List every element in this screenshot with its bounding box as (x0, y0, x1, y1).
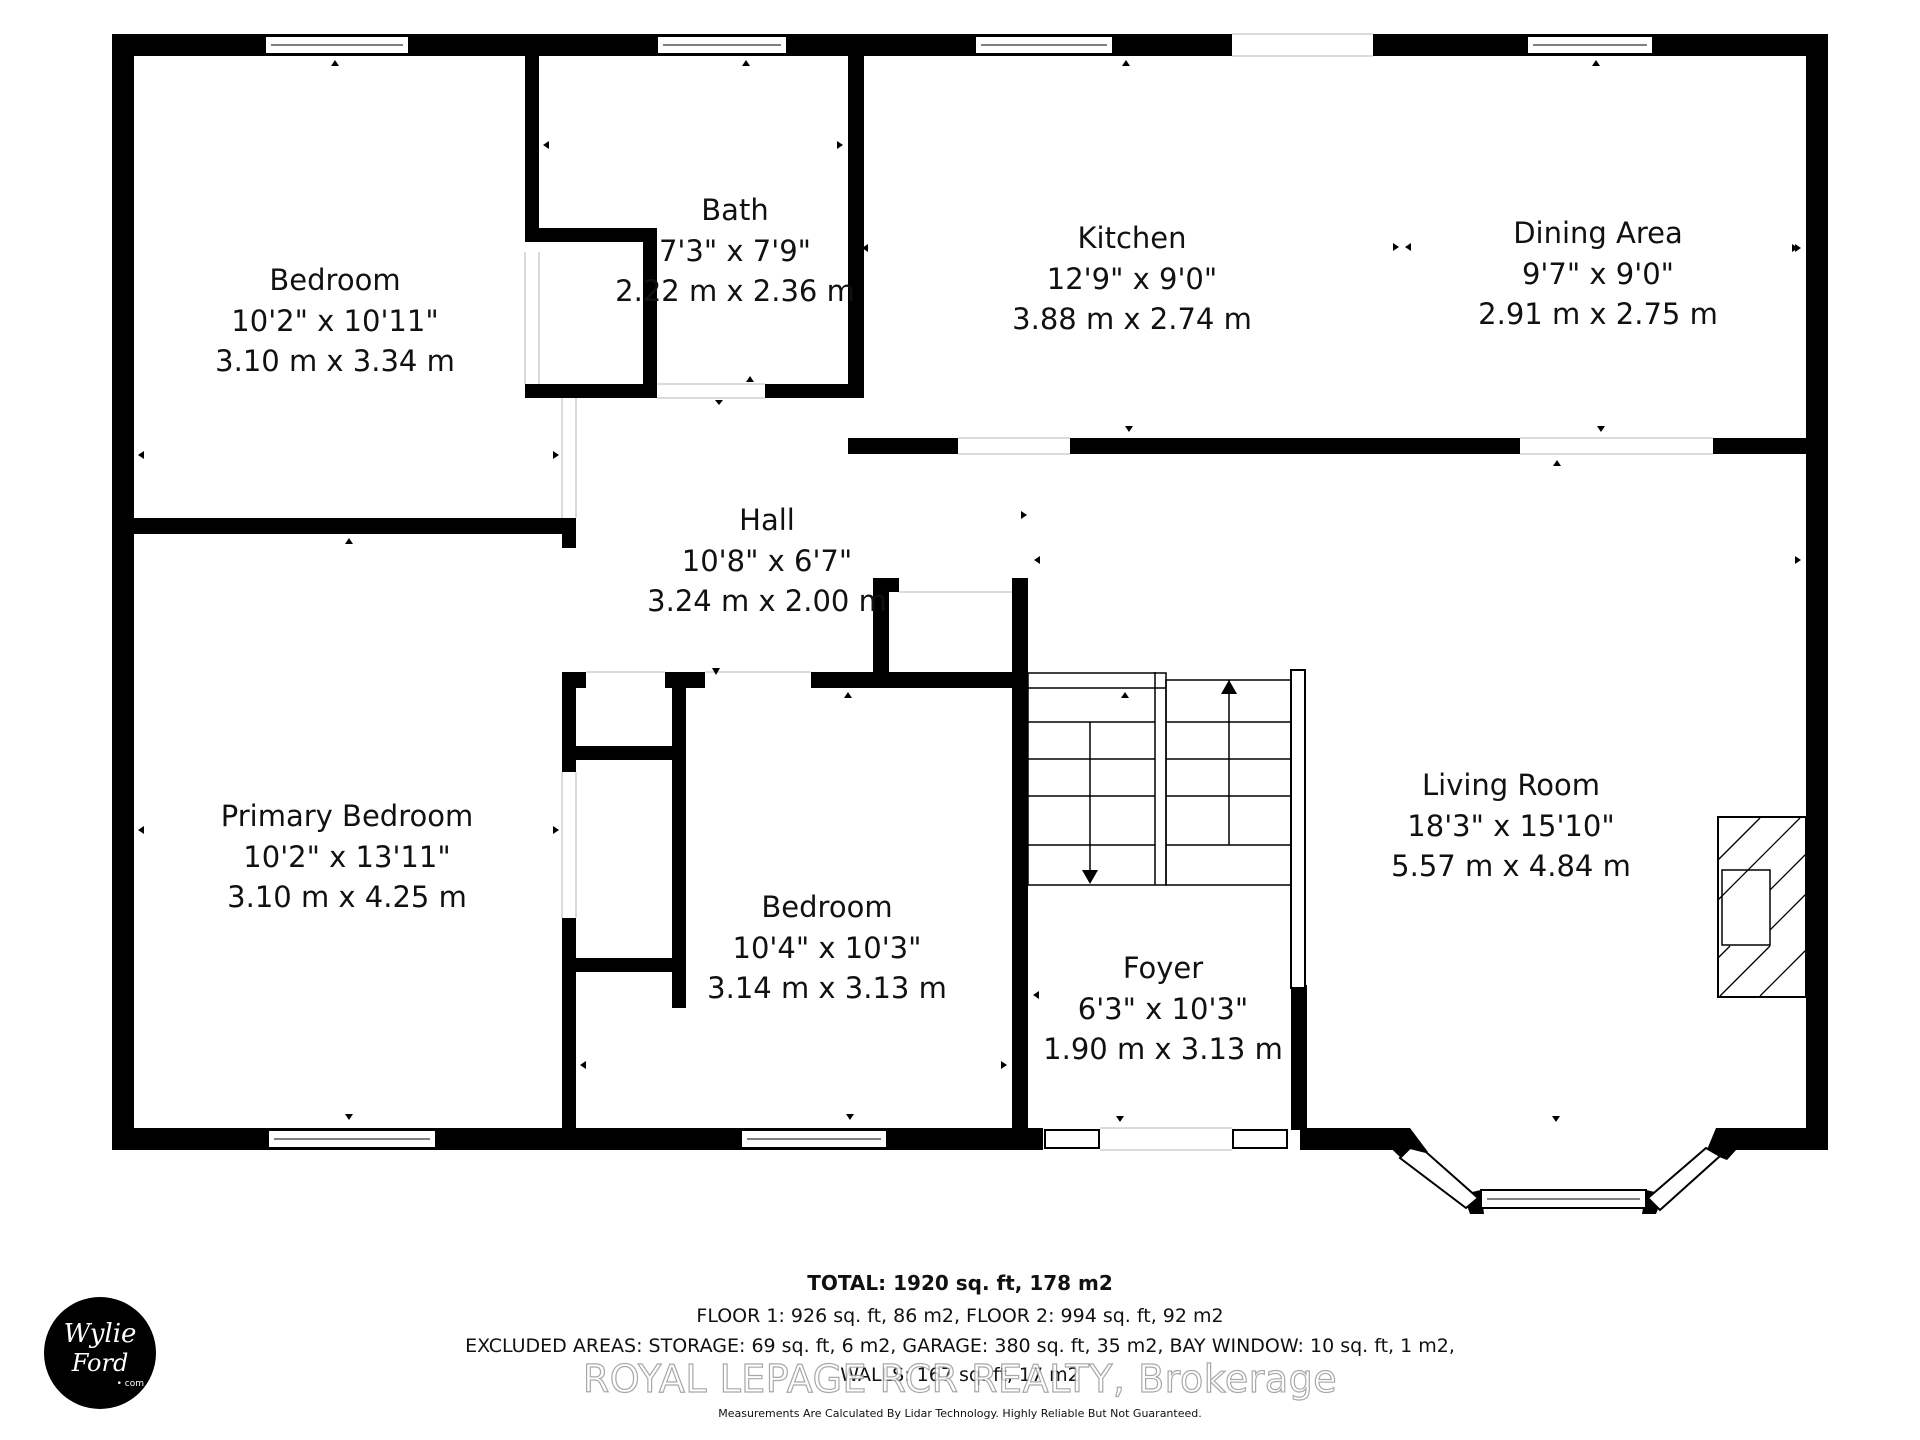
label-bedroom-mid-name: Bedroom (761, 890, 892, 924)
wall-kitchen-bottom (1070, 438, 1520, 454)
label-bath-imperial: 7'3" x 7'9" (659, 234, 811, 268)
label-dining-name: Dining Area (1513, 216, 1683, 250)
summary-floors: FLOOR 1: 926 sq. ft, 86 m2, FLOOR 2: 994… (696, 1305, 1224, 1327)
label-bedroom-top-name: Bedroom (269, 263, 400, 297)
label-dining-metric: 2.91 m x 2.75 m (1478, 297, 1718, 331)
disclaimer: Measurements Are Calculated By Lidar Tec… (718, 1407, 1202, 1420)
wall-closet-shelf-top (576, 746, 676, 760)
summary-excluded: EXCLUDED AREAS: STORAGE: 69 sq. ft, 6 m2… (465, 1335, 1455, 1357)
stairs (1027, 672, 1293, 886)
floor-plan: Bedroom 10'2" x 10'11" 3.10 m x 3.34 m B… (112, 33, 1828, 1214)
label-foyer-metric: 1.90 m x 3.13 m (1043, 1032, 1283, 1066)
label-bath-name: Bath (701, 193, 768, 227)
label-kitchen-name: Kitchen (1078, 221, 1187, 255)
wall-dining-bottom (1713, 438, 1813, 454)
summary-total: TOTAL: 1920 sq. ft, 178 m2 (807, 1271, 1113, 1295)
stairs-down-arrow-icon (1082, 870, 1098, 884)
room-labels: Bedroom 10'2" x 10'11" 3.10 m x 3.34 m B… (215, 193, 1718, 1066)
label-bedroom-mid-imperial: 10'4" x 10'3" (733, 931, 922, 965)
wall-primary-right-b (562, 918, 576, 1130)
wall-bedmid-right (1012, 578, 1028, 1130)
wall-hall-left-stub (562, 518, 576, 548)
windows (264, 35, 1722, 1212)
label-hall-imperial: 10'8" x 6'7" (682, 544, 852, 578)
dimension-markers (138, 60, 1801, 1122)
brokerage-watermark: ROYAL LEPAGE RCR REALTY, Brokerage (582, 1356, 1338, 1401)
label-primary-imperial: 10'2" x 13'11" (243, 840, 450, 874)
stair-railing (1290, 669, 1306, 989)
exterior-wall-bottom-left (112, 1128, 1043, 1150)
label-living-name: Living Room (1422, 768, 1600, 802)
window-bay-right (1646, 1146, 1722, 1212)
wall-closet-top (525, 228, 657, 242)
wall-closet-stub-a (562, 672, 586, 688)
label-primary-name: Primary Bedroom (221, 799, 473, 833)
wall-closet-shelf-bottom (576, 958, 676, 972)
label-foyer-name: Foyer (1123, 951, 1203, 985)
wall-foyer-right (1291, 985, 1307, 1130)
wall-closet-divider (672, 680, 686, 1008)
wall-storage-left (873, 578, 889, 678)
label-hall-name: Hall (739, 503, 795, 537)
company-logo: Wylie Ford • com (44, 1297, 156, 1409)
window-foyer-left (1044, 1129, 1100, 1149)
fireplace (1717, 816, 1807, 998)
window-bay-left (1398, 1146, 1480, 1210)
label-bedroom-mid-metric: 3.14 m x 3.13 m (707, 971, 947, 1005)
walls (112, 34, 1828, 1214)
wall-bedmid-top (811, 672, 1026, 688)
wall-bath-kitchen (848, 50, 864, 398)
wall-bed-bottom-stub (525, 384, 657, 398)
window-foyer-right (1232, 1129, 1288, 1149)
label-dining-imperial: 9'7" x 9'0" (1522, 257, 1674, 291)
label-bath-metric: 2.22 m x 2.36 m (615, 274, 855, 308)
logo-line-1: Wylie (63, 1319, 137, 1349)
summary-walls: WALLS: 167 sq. ft, 17 m2 (840, 1364, 1080, 1386)
label-kitchen-imperial: 12'9" x 9'0" (1047, 262, 1217, 296)
window-panes (271, 44, 1647, 1200)
wall-bath-bottom-right (765, 384, 855, 398)
label-primary-metric: 3.10 m x 4.25 m (227, 880, 467, 914)
logo-line-2: Ford (71, 1349, 129, 1377)
wall-bed-bath (525, 50, 539, 240)
bay-wall-right (1706, 1128, 1756, 1160)
stairs-down (1027, 672, 1167, 886)
door-openings (524, 33, 1713, 1151)
wall-closet-right (643, 228, 657, 388)
label-hall-metric: 3.24 m x 2.00 m (647, 584, 887, 618)
label-bedroom-top-imperial: 10'2" x 10'11" (231, 304, 438, 338)
label-living-metric: 5.57 m x 4.84 m (1391, 849, 1631, 883)
wall-primary-right-a (562, 672, 576, 772)
stairs-up-arrow-icon (1221, 680, 1237, 694)
logo-line-3: • com (116, 1379, 144, 1389)
label-kitchen-metric: 3.88 m x 2.74 m (1012, 302, 1252, 336)
label-living-imperial: 18'3" x 15'10" (1407, 809, 1614, 843)
wall-storage-top (873, 578, 899, 592)
exterior-wall-right (1806, 34, 1828, 1150)
wall-kitchen-bottom-left (848, 438, 958, 454)
exterior-wall-left (112, 34, 134, 1150)
label-foyer-imperial: 6'3" x 10'3" (1078, 992, 1248, 1026)
wall-bed-primary (112, 518, 576, 534)
label-bedroom-top-metric: 3.10 m x 3.34 m (215, 344, 455, 378)
